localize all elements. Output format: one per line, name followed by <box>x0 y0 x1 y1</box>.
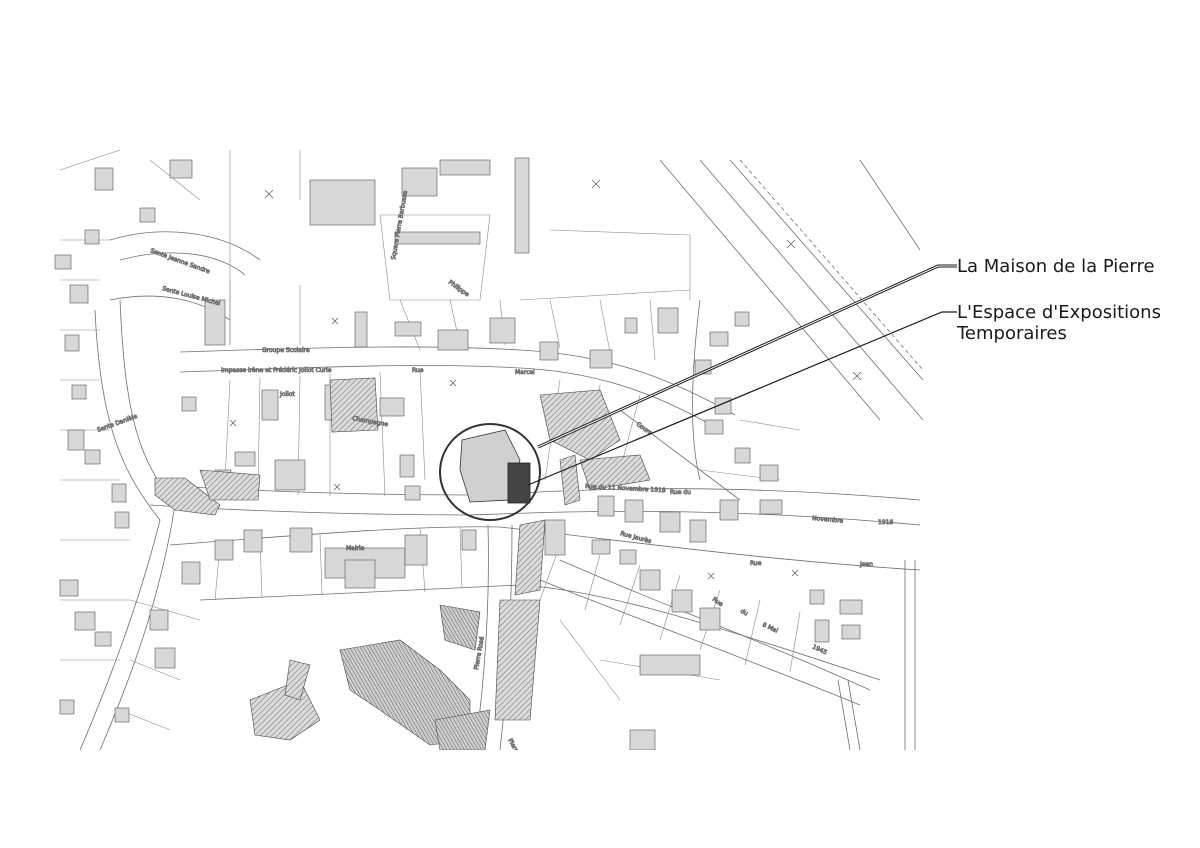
label-8-mai: 8 Mai <box>761 621 779 634</box>
label-1918: 1918 <box>878 519 893 526</box>
highlighted-site <box>439 423 541 521</box>
label-1945: 1945 <box>811 643 828 656</box>
callout-maison-de-la-pierre: La Maison de la Pierre <box>957 256 1155 277</box>
location-circle <box>439 423 541 521</box>
callout-espace-expositions: L'Espace d'Expositions Temporaires <box>957 302 1161 344</box>
label-jean: Jean <box>859 561 873 568</box>
label-du: du <box>739 608 749 618</box>
leader-lines <box>527 264 957 486</box>
label-rue-du: Rue du <box>670 489 691 496</box>
label-groupe-scolaire: Groupe Scolaire <box>262 347 310 354</box>
espace-expositions-building <box>507 462 531 504</box>
label-joliot: Joliot <box>279 391 295 398</box>
label-square: Square Pierre Barbusse <box>390 190 409 260</box>
label-philippe: Philippe <box>447 279 471 299</box>
label-mairie: Mairie <box>346 545 365 552</box>
callout-expo-line2: Temporaires <box>957 323 1067 344</box>
label-impasse: Impasse Irène et Frédéric Joliot Curie <box>221 367 332 374</box>
label-rue: Rue <box>412 367 424 374</box>
label-sente-louise: Sente Louise Michel <box>161 285 221 307</box>
leader-maison-inner <box>537 265 957 448</box>
label-sente-jeanne: Sente Jeanne Sandre <box>149 247 211 275</box>
leader-expo <box>527 311 957 486</box>
hatched-buildings <box>154 377 651 750</box>
label-rue-3: Rue <box>711 596 725 608</box>
label-sente-daniele: Sente Danièle <box>96 413 138 434</box>
callout-expo-line1: L'Espace d'Expositions <box>957 302 1161 323</box>
label-pierre: Pierre <box>506 738 521 757</box>
label-novembre: Novembre <box>812 515 844 525</box>
label-rue-11-novembre: Rue du 11 Novembre 1918 <box>585 483 666 494</box>
buildings <box>54 157 863 750</box>
label-marcel: Marcel <box>515 369 535 376</box>
label-rue-2: Rue <box>750 560 762 567</box>
survey-marks <box>229 179 862 580</box>
